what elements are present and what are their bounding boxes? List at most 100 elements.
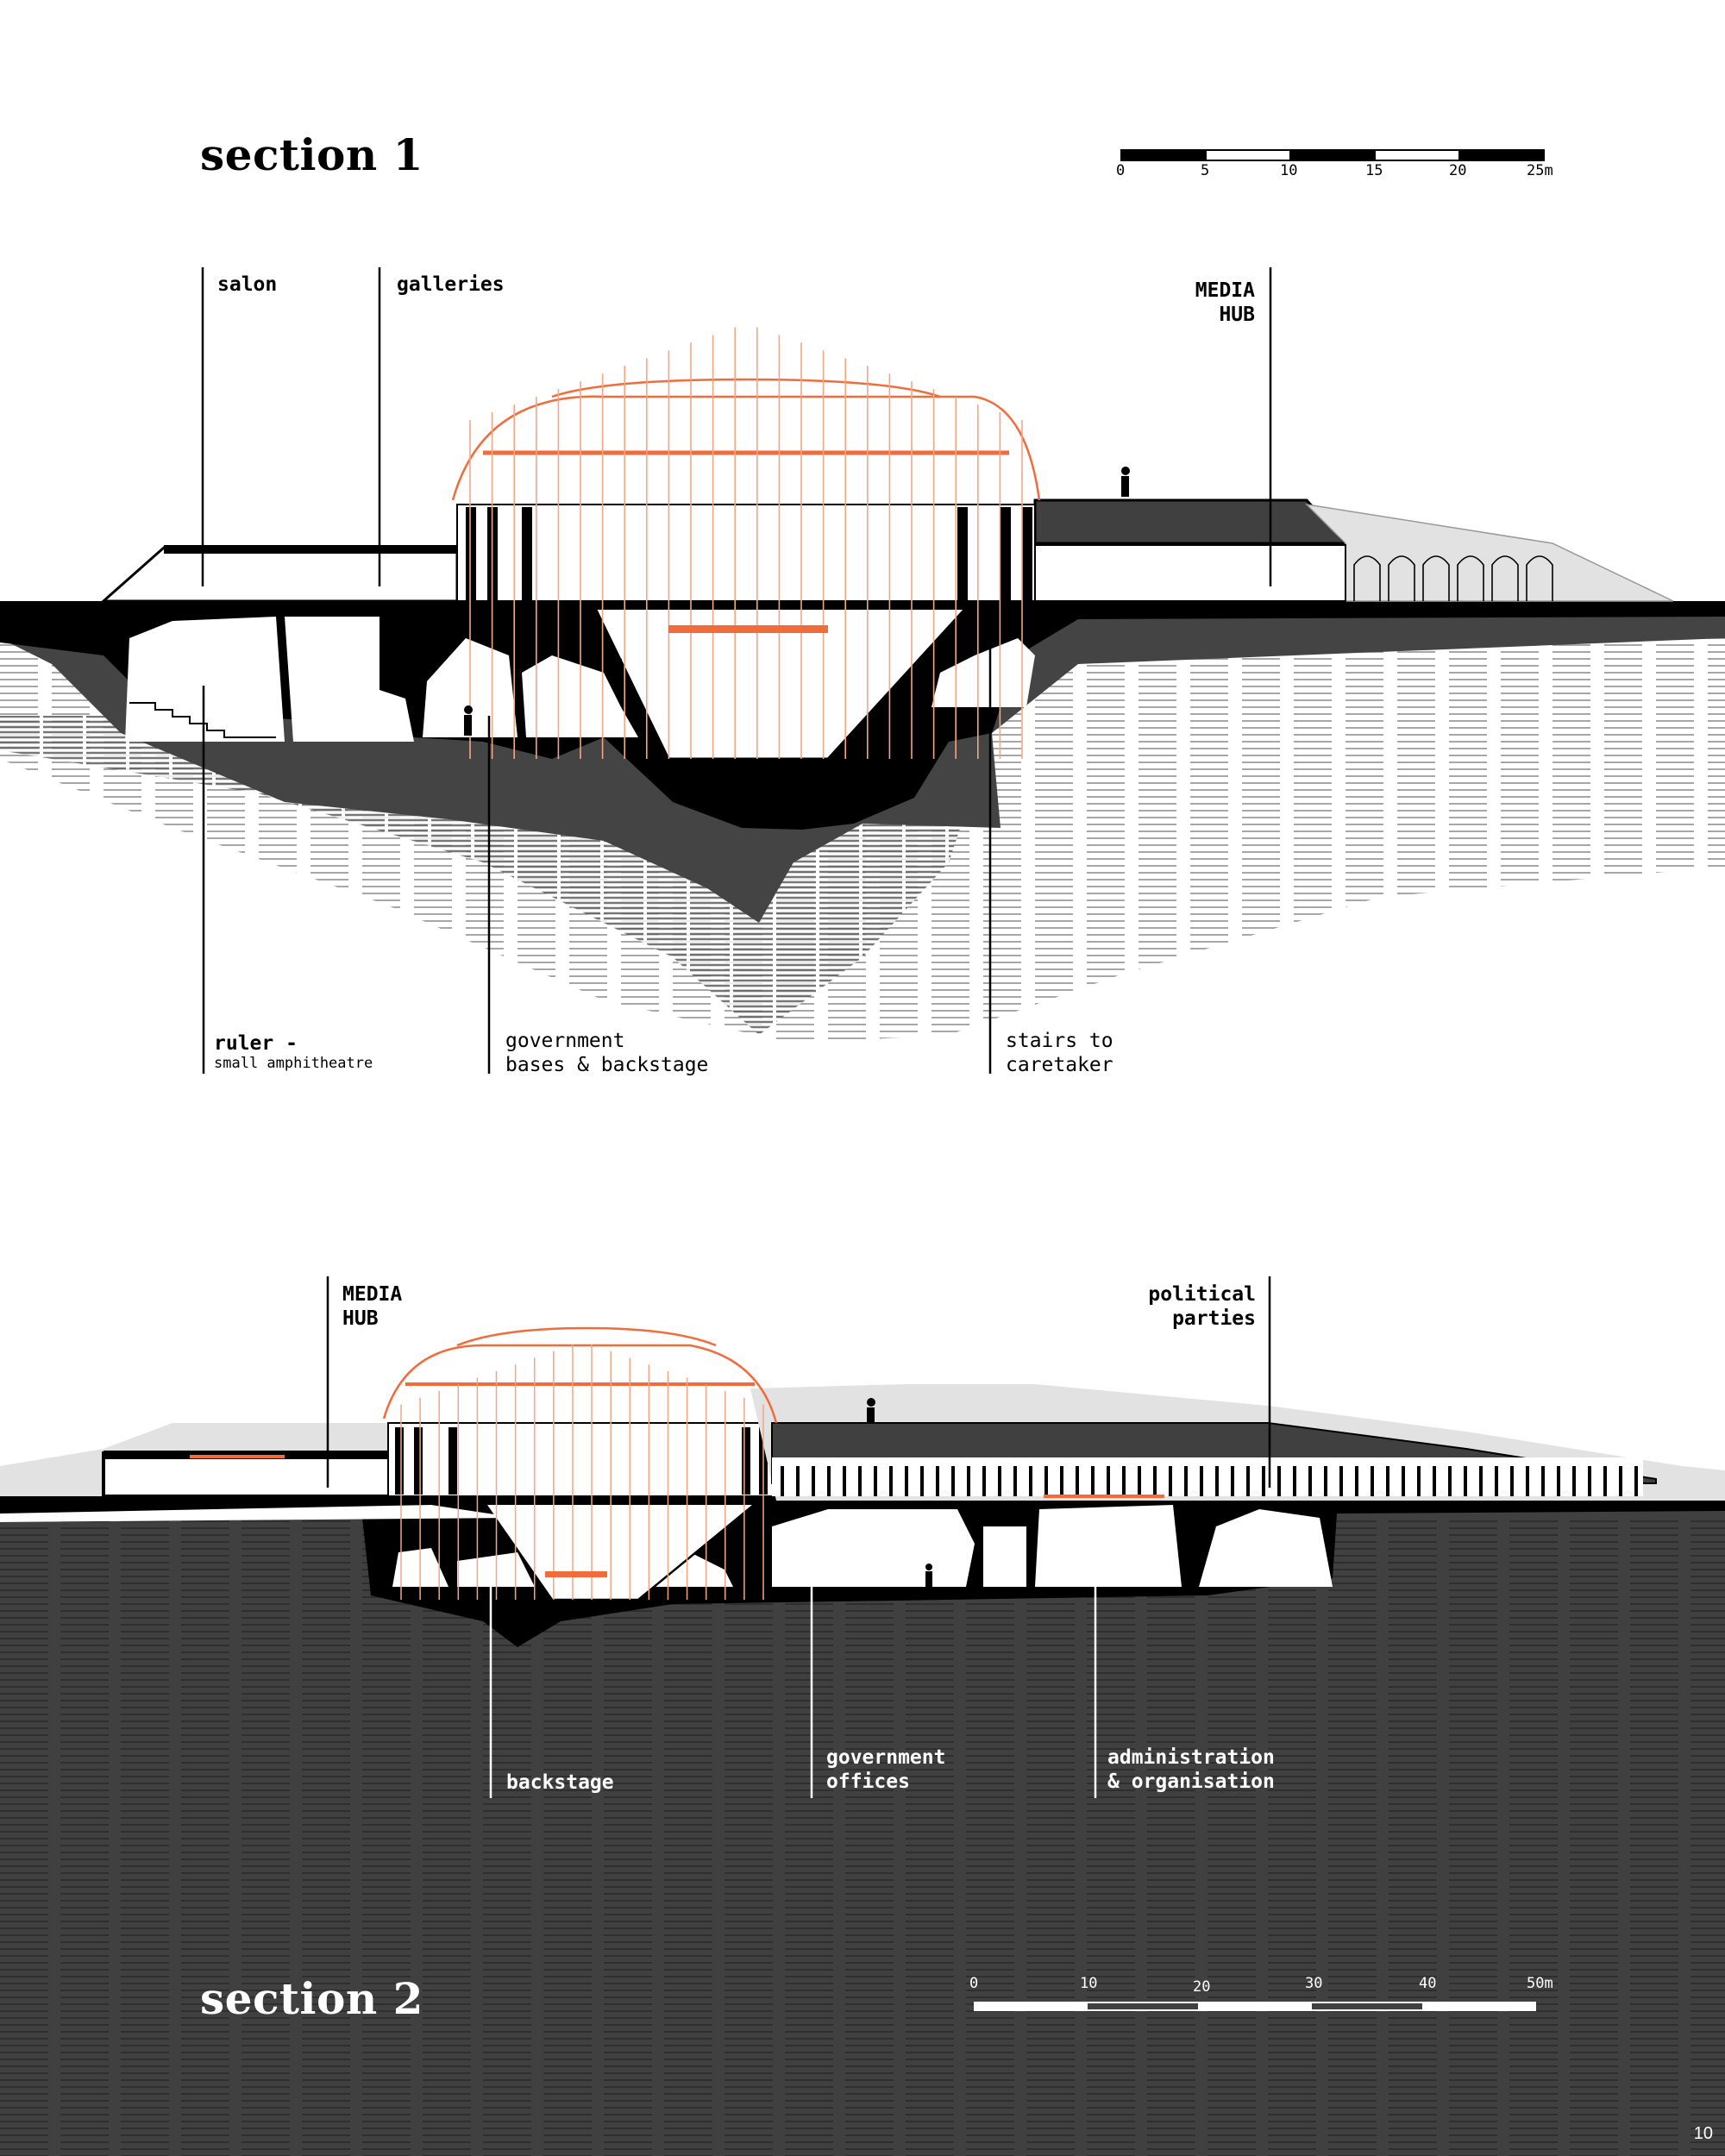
colonnade-post <box>1013 1466 1017 1496</box>
label-media-hub-2-line1: MEDIA <box>342 1283 403 1306</box>
section-2-left-block <box>102 1451 398 1498</box>
section-2-dome-ribs <box>400 1344 764 1600</box>
colonnade-post <box>1122 1466 1126 1496</box>
scale-1-tick: 0 <box>1116 162 1126 179</box>
colonnade-post <box>1138 1466 1141 1496</box>
label-media-hub-line2: HUB <box>1219 304 1255 326</box>
section-1-title: section 1 <box>200 129 423 180</box>
label-media-hub-2: MEDIA HUB <box>342 1282 402 1331</box>
dome-base <box>456 504 1036 602</box>
section-1-drawing <box>0 267 1725 1074</box>
section-2-leader-lines <box>326 1276 1271 1798</box>
colonnade-post <box>1044 1466 1048 1496</box>
colonnade-post <box>998 1466 1001 1496</box>
label-political-line1: political <box>1148 1283 1256 1306</box>
colonnade-post <box>1402 1466 1405 1496</box>
page-number: 10 <box>1693 2124 1713 2143</box>
colonnade-post <box>1293 1466 1296 1496</box>
label-government-line2: bases & backstage <box>505 1054 709 1076</box>
colonnade-post <box>1588 1466 1591 1496</box>
colonnade-post <box>781 1466 784 1496</box>
colonnade-post <box>1526 1466 1529 1496</box>
dome-structure <box>451 378 1041 501</box>
label-ruler: ruler - <box>214 1032 298 1055</box>
label-salon: salon <box>217 273 278 296</box>
colonnade-post <box>1231 1466 1234 1496</box>
colonnade-post <box>1386 1466 1389 1496</box>
section-2-ground-dark <box>0 1505 1725 2156</box>
colonnade-post <box>1371 1466 1374 1496</box>
stage-bar <box>668 625 828 633</box>
section-2-rooms <box>772 1509 975 1587</box>
colonnade-post <box>1541 1466 1545 1496</box>
scale-bar-2 <box>974 2002 1536 2011</box>
colonnade-post <box>1076 1466 1079 1496</box>
right-grey-slope <box>1304 503 1674 602</box>
colonnade-post <box>1277 1466 1281 1496</box>
colonnade-post <box>1153 1466 1157 1496</box>
scale-1-tick: 10 <box>1280 162 1298 179</box>
label-administration: administration & organisation <box>1107 1745 1275 1794</box>
colonnade-post <box>1510 1466 1514 1496</box>
leader-lines <box>201 267 1272 1074</box>
right-hall-roof <box>1033 498 1349 545</box>
section-2-dome-structure <box>382 1326 778 1424</box>
colonnade-post <box>1572 1466 1576 1496</box>
colonnade-post <box>1417 1466 1421 1496</box>
colonnade-post <box>1029 1466 1032 1496</box>
section-2-title: section 2 <box>200 1973 423 2024</box>
cave-rooms <box>932 638 1035 707</box>
label-stairs-line2: caretaker <box>1006 1054 1113 1076</box>
label-political-line2: parties <box>1172 1307 1256 1330</box>
scale-1-tick: 15 <box>1365 162 1383 179</box>
amphitheatre-stairs <box>129 607 622 738</box>
left-wing-roof <box>100 546 459 603</box>
section-2-stage-bar <box>545 1571 607 1577</box>
colonnade-post <box>1448 1466 1452 1496</box>
dome-ribs <box>469 327 1023 759</box>
label-gov-offices-line2: offices <box>826 1771 910 1793</box>
section-2-drawing <box>0 1276 1725 2156</box>
scale-2-tick: 10 <box>1080 1975 1098 1992</box>
colonnade-post <box>1308 1466 1312 1496</box>
label-stairs-line1: stairs to <box>1006 1030 1113 1052</box>
colonnade-post <box>967 1466 970 1496</box>
colonnade-post <box>951 1466 955 1496</box>
label-admin-line2: & organisation <box>1107 1771 1275 1793</box>
cave-rooms <box>285 617 414 742</box>
label-media-hub-line1: MEDIA <box>1195 279 1255 302</box>
section-2-rooms <box>1035 1505 1182 1587</box>
scale-1-tick: 5 <box>1201 162 1210 179</box>
scale-bar-1 <box>1120 149 1545 161</box>
colonnade-post <box>936 1466 939 1496</box>
label-backstage: backstage <box>506 1771 614 1794</box>
colonnade-post <box>920 1466 924 1496</box>
label-government-bases: government bases & backstage <box>505 1029 708 1077</box>
section-2-people-figures <box>867 1398 932 1587</box>
colonnade-post <box>1495 1466 1498 1496</box>
colonnade-post <box>1603 1466 1607 1496</box>
label-gov-offices-line1: government <box>826 1746 946 1769</box>
colonnade-posts <box>781 1466 1638 1496</box>
colonnade-post <box>1246 1466 1250 1496</box>
colonnade-post <box>1479 1466 1483 1496</box>
scale-2-tick: 0 <box>969 1975 979 1992</box>
label-government-line1: government <box>505 1030 625 1052</box>
colonnade-post <box>1262 1466 1265 1496</box>
section-2-rooms <box>1199 1509 1333 1587</box>
section-2-orange-bar <box>190 1455 285 1458</box>
people-figures <box>464 467 1130 736</box>
colonnade-post <box>1200 1466 1203 1496</box>
scale-2-tick: 30 <box>1305 1975 1323 1992</box>
colonnade-post <box>982 1466 986 1496</box>
colonnade-post <box>1169 1466 1172 1496</box>
label-stairs-caretaker: stairs to caretaker <box>1006 1029 1113 1077</box>
colonnade-post <box>812 1466 815 1496</box>
label-media-hub-2-line2: HUB <box>342 1307 379 1330</box>
arches <box>1353 555 1553 601</box>
colonnade-post <box>843 1466 846 1496</box>
label-political-parties: political parties <box>1087 1282 1256 1331</box>
section-2-rooms <box>983 1526 1026 1587</box>
colonnade-post <box>1324 1466 1327 1496</box>
